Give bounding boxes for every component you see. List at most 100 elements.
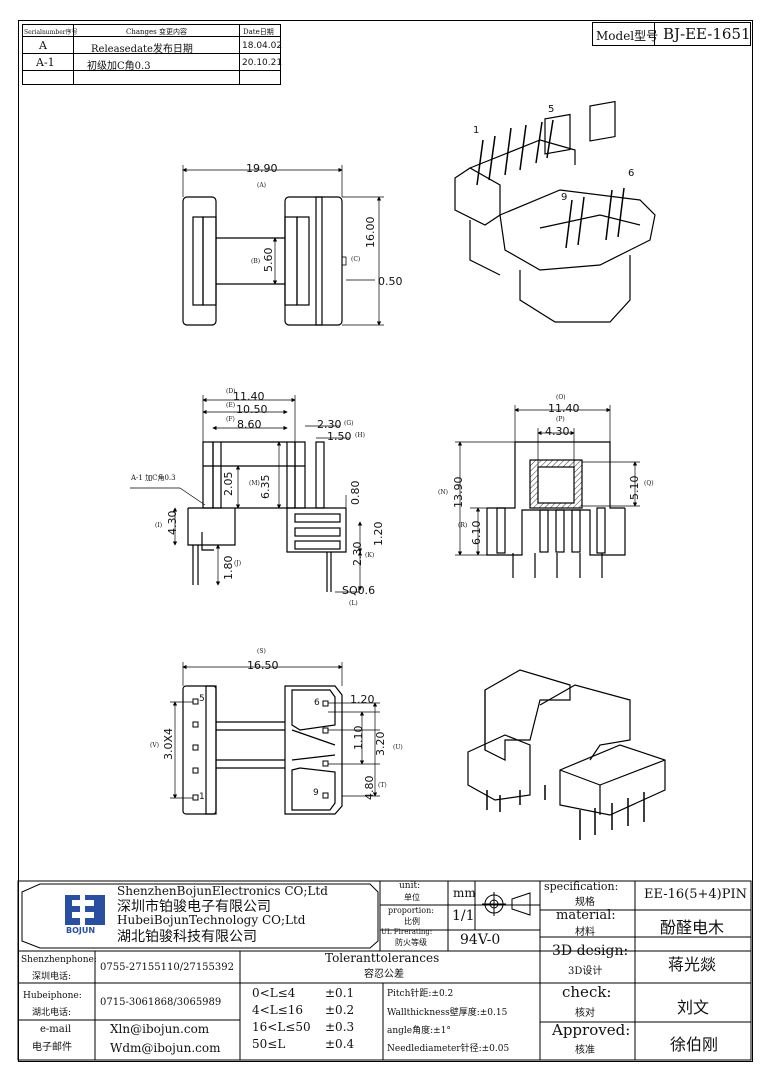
front-d4-ref: (R) [458, 522, 468, 529]
side-d5: 1.50 [327, 430, 352, 443]
side-d10: 4.30 [166, 510, 179, 536]
email-1[interactable]: Xln@ibojun.com [110, 1022, 210, 1036]
top-view [182, 165, 384, 326]
front-d4: 6.10 [470, 520, 483, 546]
rev-header-date-text: Date日期 [243, 28, 274, 36]
top-height-ref: (C) [351, 256, 361, 263]
sz-phone-label-cn: 深圳电话: [32, 972, 72, 982]
side-d10-ref: (I) [155, 522, 163, 529]
note-4: Needlediameter针径:±0.05 [387, 1044, 510, 1054]
check-label: check: [562, 983, 612, 1001]
bottom-view [170, 662, 380, 815]
approved-value: 徐伯刚 [670, 1035, 719, 1054]
material-label-cn: 材料 [575, 927, 595, 938]
hb-phone: 0715-3061868/3065989 [100, 997, 222, 1008]
front-d3-ref: (N) [438, 489, 448, 496]
top-thick-dim: 0.50 [378, 275, 403, 288]
sz-phone-label: Shenzhenphone: [21, 955, 97, 965]
tol-range-2: 4<L≤16 [252, 1003, 303, 1017]
top-inner-dim: 5.60 [262, 247, 275, 273]
rev-row-2-serial-text: A-1 [36, 56, 55, 69]
bottom-width-ref: (S) [257, 648, 266, 655]
bottom-width: 16.50 [247, 659, 279, 672]
bottom-d3: 3.20 [374, 731, 387, 757]
front-d1: 11.40 [548, 402, 580, 415]
rev-header-changes-text: Changes 变更内容 [126, 28, 187, 36]
bottom-pitch: 3.0X4 [162, 727, 175, 760]
note-2: Wallthickness壁厚度:±0.15 [387, 1008, 508, 1018]
design-label-cn: 3D设计 [568, 966, 603, 977]
ul-label-cn: 防火等级 [395, 938, 427, 947]
side-d3-ref: (F) [226, 416, 235, 423]
side-d12-ref: (K) [365, 552, 375, 559]
side-d2-ref: (E) [226, 402, 236, 409]
side-d9: 1.20 [372, 521, 385, 547]
bottom-pin-1: 1 [199, 792, 205, 802]
side-d6: 2.05 [222, 471, 235, 497]
tol-title-cn: 容忍公差 [364, 969, 404, 980]
material-label: material: [556, 908, 616, 923]
tol-value-1: ±0.1 [325, 986, 355, 1000]
design-value: 蒋光燚 [668, 955, 717, 974]
bottom-d4: 4.80 [363, 775, 376, 801]
top-width-ref: (A) [257, 182, 267, 189]
rev-row-1-change-text: Releasedate发布日期 [91, 44, 193, 55]
side-d7-ref: (M) [249, 480, 260, 487]
front-d2-ref: (P) [556, 416, 565, 423]
drawing-frame [18, 20, 753, 1062]
spec-label-cn: 规格 [575, 897, 595, 908]
side-view [130, 395, 363, 593]
company-en-1: ShenzhenBojunElectronics CO;Ltd [117, 884, 328, 898]
iso-pin-5: 5 [548, 104, 555, 115]
proportion-value: 1/1 [452, 908, 475, 924]
iso-pin-9: 9 [561, 192, 568, 203]
bottom-d2: 1.10 [352, 725, 365, 751]
iso-view-top [454, 100, 656, 323]
bottom-d4-ref: (T) [378, 782, 387, 789]
company-cn-2: 湖北铂骏科技有限公司 [117, 929, 257, 945]
side-d13: SQ0.6 [342, 584, 376, 597]
email-2[interactable]: Wdm@ibojun.com [110, 1041, 221, 1055]
email-label-cn: 电子邮件 [32, 1042, 72, 1053]
tol-value-4: ±0.4 [325, 1037, 355, 1051]
bottom-pin-9: 9 [313, 788, 319, 798]
spec-value: EE-16(5+4)PIN [644, 887, 747, 902]
side-d1-ref: (D) [226, 388, 236, 395]
top-inner-ref: (B) [251, 258, 261, 265]
hb-phone-label: Hubeiphone: [23, 991, 82, 1001]
check-label-cn: 核对 [575, 1008, 595, 1019]
title-block-lines [17, 880, 752, 1061]
front-d5: 5.10 [628, 475, 641, 501]
side-d3: 8.60 [237, 418, 262, 431]
side-d7: 6.35 [259, 474, 272, 500]
front-d2: 4.30 [545, 425, 570, 438]
unit-label: unit: [399, 881, 421, 891]
ul-label: UL Firerating: [381, 928, 433, 936]
approved-label: Approved: [552, 1021, 631, 1039]
tol-title: Toleranttolerances [325, 951, 440, 965]
front-view [455, 405, 640, 578]
spec-label: specification: [544, 880, 619, 893]
ul-value: 94V-0 [460, 932, 501, 948]
logo-text: BOJUN [66, 926, 96, 935]
side-d13-ref: (L) [349, 600, 358, 607]
side-d5-ref: (H) [355, 432, 365, 439]
tol-range-4: 50≤L [252, 1037, 286, 1051]
check-value: 刘文 [677, 998, 710, 1017]
bottom-d1: 1.20 [350, 693, 375, 706]
unit-value: mm [453, 886, 476, 900]
side-d1: 11.40 [233, 390, 265, 403]
rev-row-2-date-text: 20.10.21 [242, 58, 283, 68]
side-d12: 2.30 [351, 541, 364, 567]
hb-phone-label-cn: 湖北电话: [32, 1008, 72, 1018]
model-label: Model型号 [596, 29, 659, 43]
iso-pin-1: 1 [473, 125, 480, 136]
bottom-pin-6: 6 [314, 698, 320, 708]
sz-phone: 0755-27155110/27155392 [100, 962, 234, 973]
tol-value-2: ±0.2 [325, 1003, 355, 1017]
tol-range-3: 16<L≤50 [252, 1020, 311, 1034]
rev-row-1-date-text: 18.04.02 [242, 41, 283, 51]
tol-value-3: ±0.3 [325, 1020, 355, 1034]
top-width-dim: 19.90 [246, 162, 278, 175]
approved-label-cn: 核准 [575, 1045, 595, 1056]
